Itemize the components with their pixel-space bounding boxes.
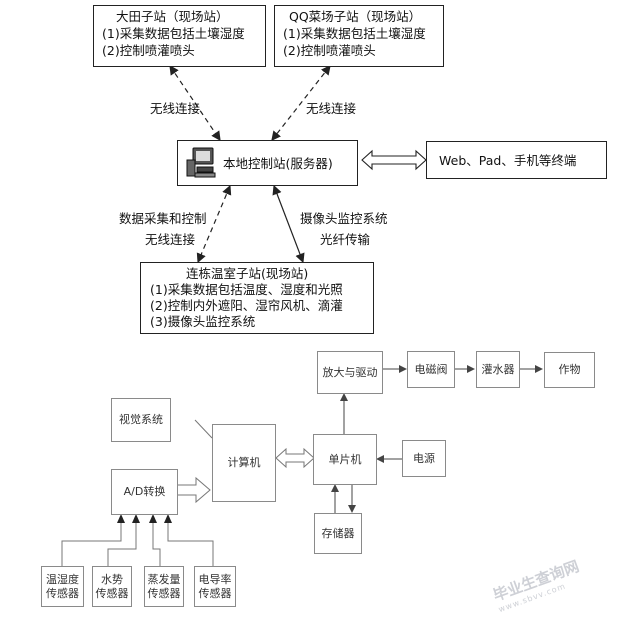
sensor-label-line1: 电导率 (198, 572, 232, 586)
sensor-label-line2: 传感器 (95, 586, 129, 600)
ad-converter-box: A/D转换 (111, 469, 178, 515)
greenhouse-station-title: 连栋温室子站(现场站) (186, 266, 309, 281)
datian-station-title: 大田子站（现场站） (116, 9, 229, 24)
terminals-box: Web、Pad、手机等终端 (426, 141, 607, 179)
computer-mcu-double-arrow (275, 447, 315, 469)
greenhouse-station-line3: (3)摄像头监控系统 (150, 314, 256, 329)
mcu-box: 单片机 (313, 434, 377, 485)
sensor-label-line1: 温湿度 (46, 572, 79, 586)
camera-label: 摄像头监控系统 (300, 211, 388, 226)
wireless-label-bottom: 无线连接 (145, 232, 196, 247)
computer-icon (185, 146, 219, 184)
sensor-box: 蒸发量 传感器 (144, 566, 184, 607)
datian-station-box: 大田子站（现场站） (1)采集数据包括土壤湿度 (2)控制喷灌喷头 (93, 5, 266, 67)
vision-system-box: 视觉系统 (111, 398, 171, 442)
fiber-label: 光纤传输 (320, 232, 371, 247)
sensor-label-line1: 水势 (101, 572, 123, 586)
datian-station-line2: (2)控制喷灌喷头 (102, 43, 195, 58)
storage-box: 存储器 (314, 513, 362, 554)
terminals-label: Web、Pad、手机等终端 (439, 153, 577, 168)
dashed-link-greenhouse (196, 184, 232, 264)
crop-box: 作物 (544, 352, 595, 388)
datian-station-line1: (1)采集数据包括土壤湿度 (102, 26, 245, 41)
dashed-link-qq (271, 65, 331, 141)
top-diagram-lines (169, 65, 427, 264)
local-station-label: 本地控制站(服务器) (223, 156, 333, 171)
wireless-label-left: 无线连接 (150, 101, 201, 116)
solenoid-valve-box: 电磁阀 (407, 351, 455, 388)
sensor-label-line1: 蒸发量 (147, 572, 181, 586)
data-collect-label: 数据采集和控制 (119, 211, 207, 226)
greenhouse-station-line1: (1)采集数据包括温度、湿度和光照 (150, 282, 343, 297)
wireless-label-right: 无线连接 (306, 101, 357, 116)
greenhouse-station-box: 连栋温室子站(现场站) (1)采集数据包括温度、湿度和光照 (2)控制内外遮阳、… (140, 262, 374, 334)
sensor-box: 温湿度 传感器 (41, 566, 84, 607)
sensor-label-line2: 传感器 (46, 586, 79, 600)
qq-station-title: QQ菜场子站（现场站） (289, 9, 422, 24)
greenhouse-station-line2: (2)控制内外遮阳、湿帘风机、滴灌 (150, 298, 343, 313)
sprinkler-box: 灌水器 (476, 351, 520, 388)
qq-station-line1: (1)采集数据包括土壤湿度 (283, 26, 426, 41)
amp-driver-box: 放大与驱动 (317, 351, 383, 394)
fiber-link-greenhouse (272, 184, 305, 264)
local-station-box: 本地控制站(服务器) (177, 140, 358, 186)
sensor-label-line2: 传感器 (198, 586, 232, 600)
sensor-box: 水势 传感器 (92, 566, 132, 607)
power-box: 电源 (402, 440, 446, 477)
ad-to-computer-arrow (175, 476, 211, 504)
qq-station-box: QQ菜场子站（现场站） (1)采集数据包括土壤湿度 (2)控制喷灌喷头 (274, 5, 444, 67)
sensor-label-line2: 传感器 (147, 586, 181, 600)
sensor-box: 电导率 传感器 (194, 566, 236, 607)
computer-box: 计算机 (212, 424, 276, 502)
dashed-link-datian (169, 65, 221, 141)
qq-station-line2: (2)控制喷灌喷头 (283, 43, 376, 58)
